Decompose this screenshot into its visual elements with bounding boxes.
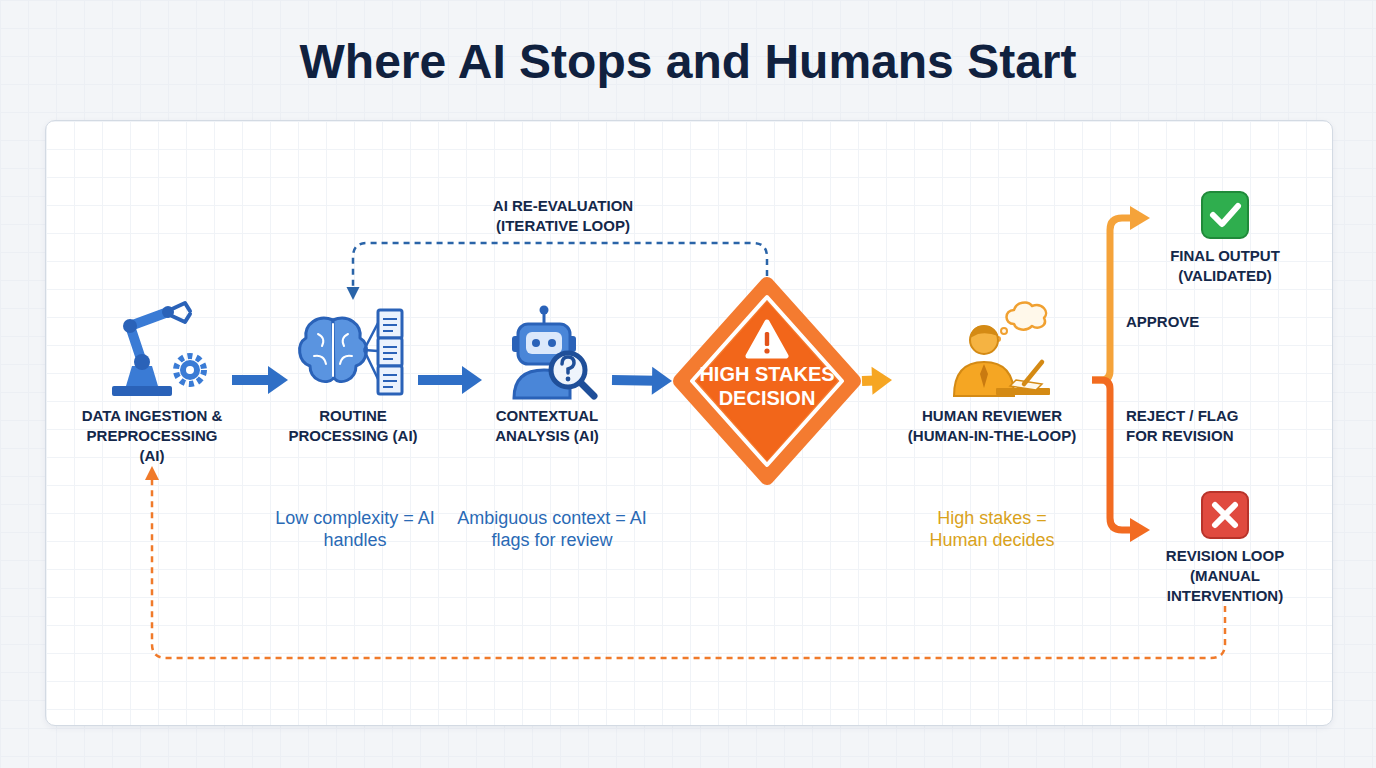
node-icon	[288, 300, 418, 400]
annotation-note: High stakes = Human decides	[917, 507, 1067, 551]
icon-shape	[333, 318, 366, 381]
ai-step-node: CONTEXTUAL ANALYSIS (AI)	[482, 300, 612, 446]
icon-shape	[383, 319, 397, 387]
decision-label: HIGH STAKES DECISION	[697, 362, 837, 410]
icon-shape	[566, 377, 571, 382]
decision-diamond: HIGH STAKES DECISION	[672, 276, 862, 486]
icon-shape	[532, 339, 540, 347]
node-icon	[482, 300, 612, 400]
connector-arrow	[145, 466, 1225, 658]
node-label: FINAL OUTPUT (VALIDATED)	[1150, 246, 1300, 286]
icon-shape	[1001, 328, 1007, 334]
icon-shape	[1007, 303, 1047, 330]
cross-icon	[1150, 490, 1300, 540]
icon-shape	[551, 353, 585, 387]
arrow-head	[268, 366, 288, 394]
diagram-title: Where AI Stops and Humans Start	[0, 33, 1376, 91]
node-label: REVISION LOOP (MANUAL INTERVENTION)	[1150, 546, 1300, 606]
edge-label: REJECT / FLAG FOR REVISION	[1126, 406, 1266, 446]
node-icon	[1150, 490, 1300, 540]
ai-step-node: ROUTINE PROCESSING (AI)	[288, 300, 418, 446]
icon-shape	[186, 366, 194, 374]
connector-line	[1092, 218, 1134, 380]
icon-shape	[764, 348, 769, 353]
node-icon	[1150, 190, 1300, 240]
icon-shape	[526, 332, 562, 354]
icon-shape	[580, 382, 594, 396]
connector-line	[232, 375, 272, 385]
outcome-node: REVISION LOOP (MANUAL INTERVENTION)	[1150, 490, 1300, 606]
icon-shape	[548, 339, 556, 347]
arrow-head	[462, 366, 482, 394]
connector-arrow	[1092, 380, 1150, 542]
icon-shape	[180, 360, 200, 380]
human-step-node: HUMAN REVIEWER (HUMAN-IN-THE-LOOP)	[892, 300, 1092, 446]
icon-shape	[1213, 206, 1238, 224]
robot-magnifier-icon	[482, 300, 612, 400]
icon-shape	[980, 364, 988, 388]
connector-arrow	[612, 367, 672, 395]
icon-shape	[123, 319, 137, 333]
robot-arm-icon	[72, 300, 232, 400]
icon-shape	[172, 303, 190, 322]
icon-shape	[680, 284, 854, 478]
icon-shape	[1024, 362, 1042, 384]
ai-step-node: DATA INGESTION & PREPROCESSING (AI)	[72, 300, 232, 466]
edge-label: AI RE-EVALUATION (ITERATIVE LOOP)	[473, 196, 653, 236]
icon-shape	[765, 332, 769, 346]
icon-shape	[314, 324, 352, 376]
brain-icon	[288, 300, 418, 400]
icon-shape	[692, 297, 842, 465]
connector-line	[612, 375, 656, 386]
icon-shape	[1202, 192, 1248, 238]
icon-shape	[1215, 505, 1235, 525]
icon-shape	[130, 312, 168, 362]
connector-arrow	[862, 367, 892, 395]
connector-line	[418, 375, 466, 385]
icon-shape	[176, 356, 204, 384]
icon-shape	[970, 326, 998, 354]
icon-shape	[698, 303, 836, 459]
connector-arrow	[418, 366, 482, 394]
icon-shape	[1202, 492, 1248, 538]
connector-arrow	[1092, 206, 1150, 380]
outcome-node: FINAL OUTPUT (VALIDATED)	[1150, 190, 1300, 286]
arrow-head	[872, 367, 892, 395]
human-reviewer-icon	[892, 300, 1092, 400]
node-icon	[892, 300, 1092, 400]
icon-shape	[562, 357, 574, 373]
edge-label: APPROVE	[1126, 312, 1246, 332]
check-icon	[1150, 190, 1300, 240]
arrow-head	[1130, 518, 1150, 542]
arrow-head	[145, 466, 159, 480]
connector-line	[152, 477, 1225, 658]
icon-shape	[748, 322, 786, 356]
connector-arrow	[232, 366, 288, 394]
node-label: DATA INGESTION & PREPROCESSING (AI)	[72, 406, 232, 466]
annotation-note: Low complexity = AI handles	[275, 507, 435, 551]
icon-shape	[540, 306, 549, 315]
node-icon	[72, 300, 232, 400]
connector-line	[1092, 380, 1134, 530]
icon-shape	[134, 354, 150, 370]
icon-shape	[970, 326, 998, 338]
annotation-note: Ambiguous context = AI flags for review	[452, 507, 652, 551]
connector-line	[353, 243, 767, 290]
icon-shape	[996, 388, 1050, 395]
icon-shape	[112, 386, 172, 396]
arrow-head	[347, 287, 360, 300]
node-label: CONTEXTUAL ANALYSIS (AI)	[482, 406, 612, 446]
node-label: ROUTINE PROCESSING (AI)	[288, 406, 418, 446]
arrow-head	[652, 367, 672, 395]
icon-shape	[364, 323, 378, 379]
icon-shape	[300, 318, 334, 381]
arrow-head	[1130, 206, 1150, 230]
connector-arrow	[347, 243, 768, 300]
node-label: HUMAN REVIEWER (HUMAN-IN-THE-LOOP)	[892, 406, 1092, 446]
